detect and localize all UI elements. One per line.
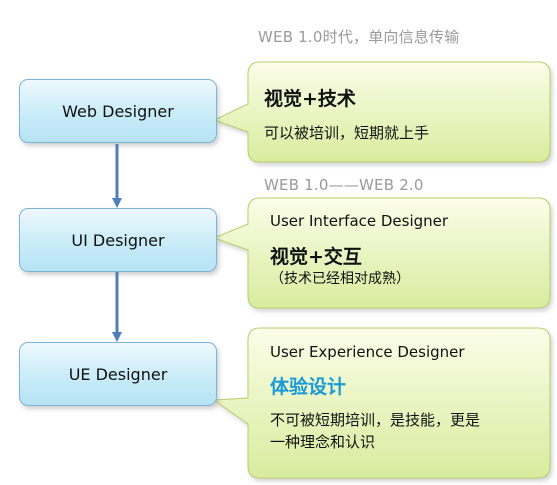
role-box-web-designer: Web Designer [19,79,217,143]
callout-ue-body-line2: 一种理念和认识 [270,433,376,451]
role-label: UE Designer [68,364,168,384]
era-caption-web1: WEB 1.0时代，单向信息传输 [258,28,460,46]
role-label: Web Designer [62,101,174,121]
callout-web-bubble [212,61,551,163]
callout-ui-note: （技术已经相对成熟） [270,271,410,287]
callout-ue-heading: 体验设计 [270,376,347,398]
callout-ui-bubble [212,197,551,309]
callout-web-heading: 视觉+技术 [264,88,356,110]
callout-ue-title: User Experience Designer [270,343,465,361]
callout-ue-body-line1: 不可被短期培训，是技能，更是 [270,411,481,429]
role-box-ui-designer: UI Designer [19,208,217,272]
callout-ui-heading: 视觉+交互 [270,246,362,268]
era-caption-web1-web2: WEB 1.0——WEB 2.0 [264,176,424,194]
role-box-ue-designer: UE Designer [19,342,217,406]
callout-web-body: 可以被培训，短期就上手 [264,124,430,142]
role-label: UI Designer [71,230,165,250]
callout-ue-bubble [212,327,551,479]
callout-ui-title: User Interface Designer [270,212,449,230]
